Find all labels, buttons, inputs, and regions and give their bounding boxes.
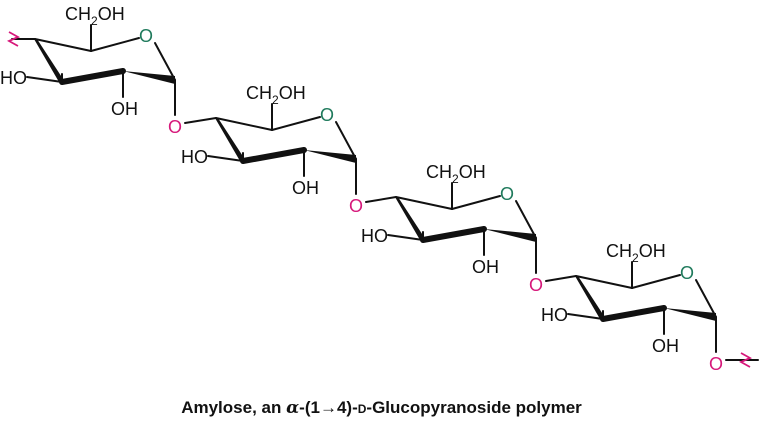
- ring-1-wedge-c2-c1: [123, 71, 175, 84]
- ring-1-oh-label: OH: [111, 99, 138, 119]
- chain-end-wavy-break: [738, 352, 753, 368]
- ring-2-ho-label: HO: [181, 147, 208, 167]
- ring-4-oh-label: OH: [652, 336, 679, 356]
- ring-2-oh-label: OH: [292, 178, 319, 198]
- caption-suffix: -Glucopyranoside polymer: [366, 398, 582, 417]
- ring-4-wedge-c4-c3: [575, 276, 606, 319]
- ring-4-ho-label: HO: [541, 305, 568, 325]
- ring-4-ring-oxygen: O: [680, 263, 694, 283]
- chain-start-wavy-break: [6, 31, 21, 47]
- ring-1-bond-ho-c3: [26, 76, 63, 83]
- caption-d-configuration: D: [357, 402, 367, 416]
- caption-alpha: α: [286, 398, 300, 418]
- ring-4-ch2oh-label: CH2OH: [606, 241, 666, 265]
- ring-3-heavy-bond-c3-c2: [420, 226, 487, 243]
- ring-3-bond-o-c1: [515, 200, 537, 239]
- figure-caption: Amylose, an α-(1→4)-D-Glucopyranoside po…: [0, 398, 763, 418]
- ring-3-glycosidic-oxygen: O: [529, 275, 543, 295]
- ring-4-heavy-bond-c3-c2: [600, 305, 667, 322]
- ring-2-ch2oh-label: CH2OH: [246, 83, 306, 107]
- ring-3-ho-label: HO: [361, 226, 388, 246]
- ring-3-bond-ho-c3: [387, 234, 424, 241]
- ring-4-bond-o-c1: [695, 279, 717, 318]
- ring-4-bond-ho-c3: [567, 313, 604, 320]
- ring-3-ring-oxygen: O: [500, 184, 514, 204]
- ring-1-ho-label: HO: [0, 68, 27, 88]
- glycosidic-bond-2-3: [365, 196, 397, 203]
- caption-prefix: Amylose, an: [181, 398, 287, 417]
- ring-4-wedge-c2-c1: [664, 308, 716, 321]
- ring-3-wedge-c2-c1: [484, 229, 536, 242]
- ring-4-glycosidic-oxygen: O: [709, 354, 723, 374]
- ring-2-wedge-c2-c1: [304, 150, 356, 163]
- ring-3-bond-c5-o: [451, 195, 501, 210]
- ring-3-wedge-c4-c3: [395, 197, 426, 240]
- ring-3-oh-label: OH: [472, 257, 499, 277]
- ring-4-bond-c4-c5: [575, 275, 633, 289]
- ring-1-bond-o-c1: [154, 42, 176, 81]
- caption-linkage: -(1→4)-: [299, 398, 358, 417]
- ring-1-ch2oh-label: CH2OH: [65, 4, 125, 28]
- ring-1-bond-c4-c5: [34, 38, 92, 52]
- ring-2-bond-c4-c5: [215, 117, 273, 131]
- glycosidic-bond-3-4: [545, 275, 577, 282]
- ring-4-bond-c5-o: [631, 274, 681, 289]
- ring-2-ring-oxygen: O: [320, 105, 334, 125]
- ring-2-glycosidic-oxygen: O: [349, 196, 363, 216]
- ring-1-heavy-bond-c3-c2: [59, 68, 126, 85]
- ring-1-ring-oxygen: O: [139, 26, 153, 46]
- ring-3-bond-c4-c5: [395, 196, 453, 210]
- ring-1-glycosidic-oxygen: O: [168, 117, 182, 137]
- ring-2-bond-o-c1: [335, 121, 357, 160]
- ring-2-bond-ho-c3: [207, 155, 244, 162]
- ring-1-wedge-c4-c3: [34, 39, 65, 82]
- ring-2-wedge-c4-c3: [215, 118, 246, 161]
- ring-2-heavy-bond-c3-c2: [240, 147, 307, 164]
- ring-1-bond-c5-o: [90, 37, 140, 52]
- ring-3-ch2oh-label: CH2OH: [426, 162, 486, 186]
- ring-2-bond-c5-o: [271, 116, 321, 131]
- glycosidic-bond-1-2: [184, 117, 217, 124]
